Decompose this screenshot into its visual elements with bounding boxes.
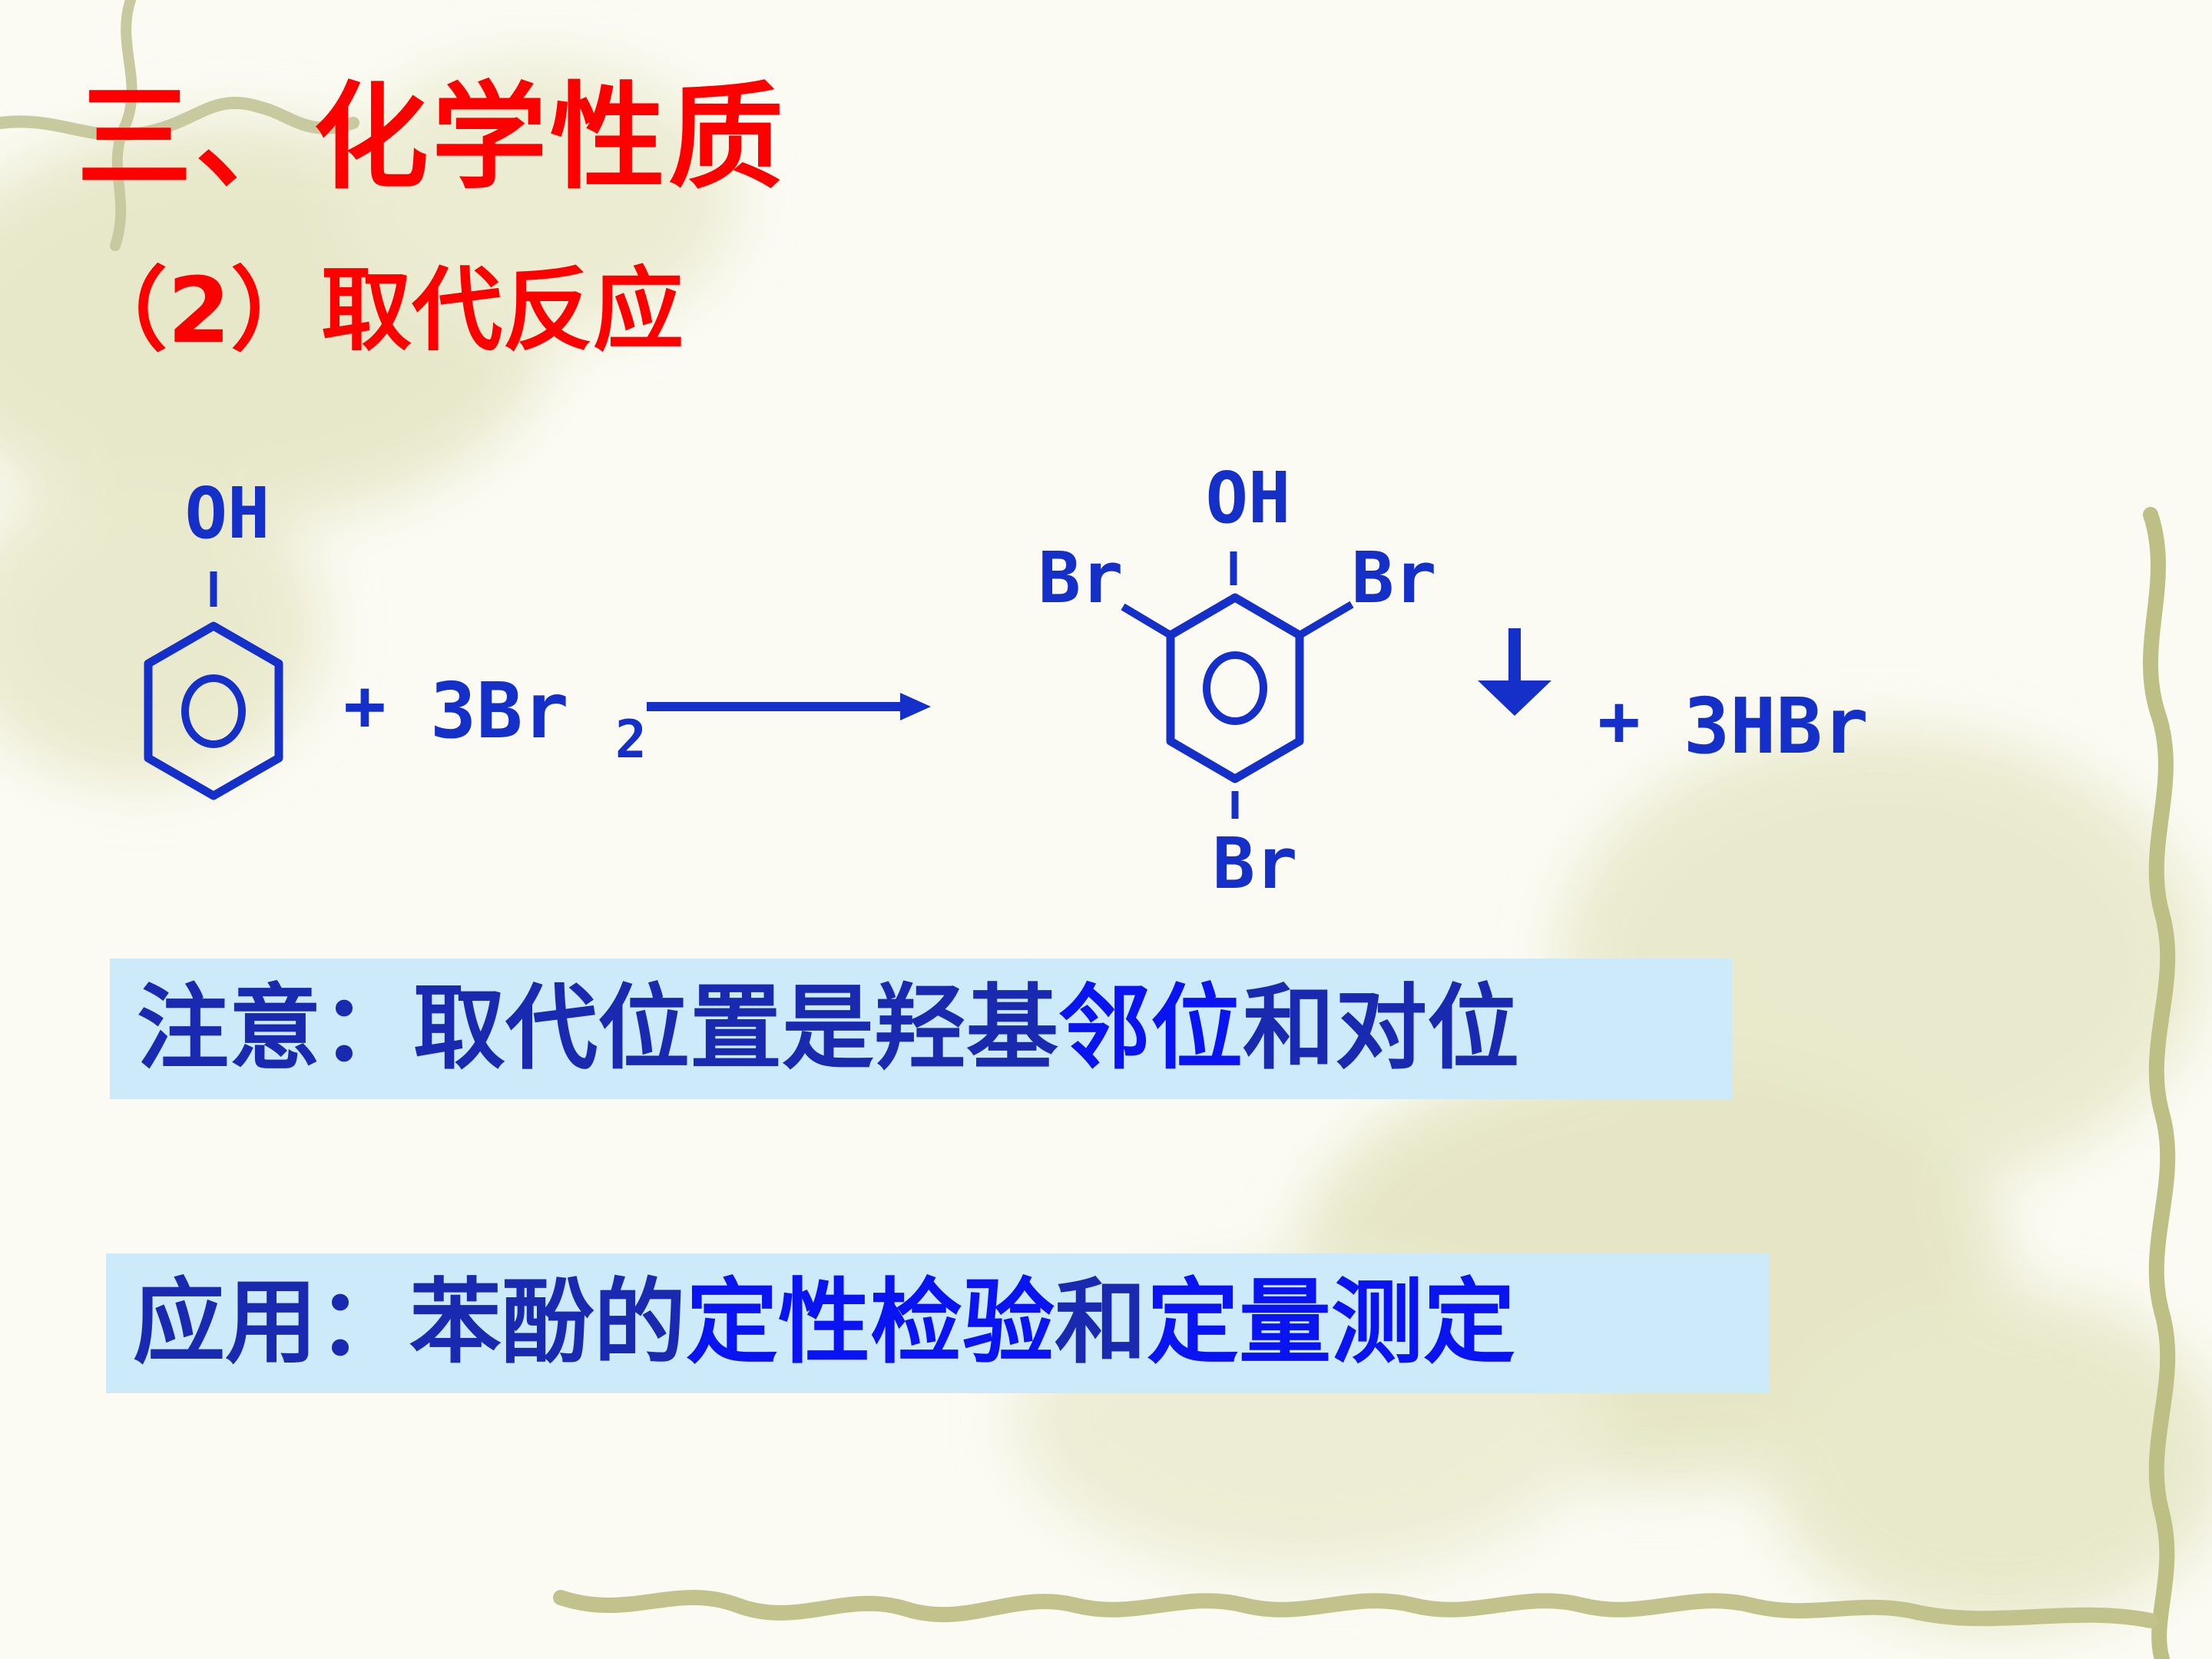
product-right-br-bond: [1297, 601, 1354, 639]
slide-subtitle: （2）取代反应: [77, 257, 684, 363]
note-box: 注意：取代位置是羟基邻位和对位: [110, 959, 1732, 1099]
tribromophenol-structure: OH Br Br Br: [1038, 457, 1437, 905]
bromine-coefficient: 3Br: [430, 666, 569, 756]
application-text: 应用：苯酚的定性检验和定量测定: [106, 1277, 1515, 1369]
vine-bottom: [553, 1590, 2158, 1628]
product-ring: [1166, 593, 1304, 783]
plus-sign-2: +: [1598, 680, 1640, 762]
vine-left: [110, 0, 137, 251]
application-box: 应用：苯酚的定性检验和定量测定: [106, 1253, 1769, 1393]
bromine-subscript: 2: [615, 710, 647, 770]
hbr-byproduct: 3HBr: [1684, 681, 1869, 771]
application-highlight-2: 定量测定: [1147, 1270, 1515, 1376]
product-right-br-label: Br: [1352, 537, 1437, 619]
note-text: 注意：取代位置是羟基邻位和对位: [110, 982, 1519, 1075]
phenol-ring: [144, 621, 283, 800]
product-left-br-label: Br: [1038, 537, 1124, 619]
product-left-br-bond: [1121, 603, 1173, 639]
vine-right: [2143, 507, 2176, 1659]
vine-top-left: [0, 97, 359, 141]
note-label: 注意：取代位置是羟基: [137, 975, 1058, 1082]
phenol-oh-label: OH: [185, 472, 270, 555]
application-highlight-1: 定性检验: [686, 1270, 1055, 1376]
product-aromatic-circle: [1203, 651, 1267, 725]
note-rest: 对位: [1335, 975, 1519, 1082]
product-bottom-br-label: Br: [1213, 823, 1298, 905]
slide-title: 三、化学性质: [77, 71, 787, 205]
phenol-aromatic-circle: [181, 674, 246, 748]
phenol-structure: OH: [144, 472, 283, 800]
plus-sign-1: +: [343, 664, 386, 747]
product-oh-label: OH: [1206, 457, 1291, 539]
note-and: 和: [1243, 975, 1335, 1082]
application-label: 应用：苯酚的: [133, 1270, 686, 1376]
reaction-arrow: [647, 693, 931, 720]
application-and: 和: [1055, 1270, 1147, 1376]
precipitate-arrow-icon: [1478, 628, 1551, 716]
bromine-reagent: 3Br 2: [430, 666, 647, 770]
note-highlight: 邻位: [1058, 975, 1243, 1082]
